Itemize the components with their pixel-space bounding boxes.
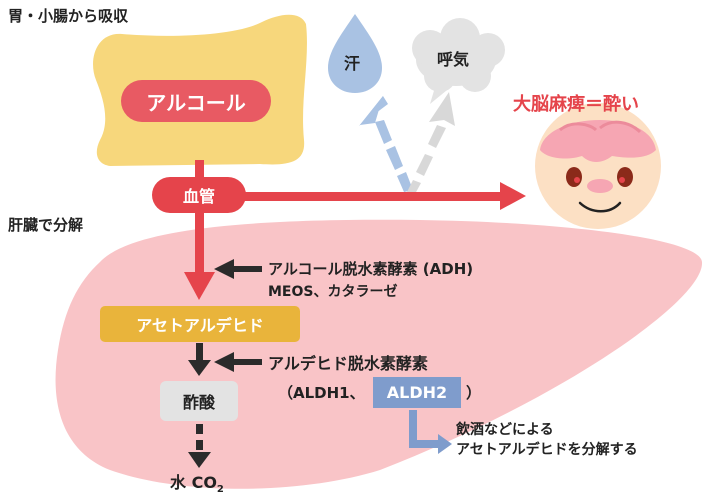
aldh-pointer-arrow: [214, 352, 262, 372]
alcohol-pill: アルコール: [121, 80, 271, 122]
aldh2-note-line2: アセトアルデヒドを分解する: [456, 442, 638, 458]
acetaldehyde-to-acetic-arrowhead: [188, 360, 211, 376]
vessel-to-brain-arrowhead: [500, 182, 526, 210]
breath-cloud-icon: [412, 18, 505, 104]
aldh-open-label: （ALDH1、: [278, 384, 365, 402]
water-co2-label: 水 CO2: [170, 469, 224, 495]
stomach-label: 胃・小腸から吸収: [8, 7, 129, 25]
sweat-label: 汗: [344, 54, 361, 73]
co2-subscript: 2: [216, 484, 224, 495]
aldh-label: アルデヒド脱水素酵素: [268, 354, 428, 373]
acetic-acid-pill: 酢酸: [160, 381, 238, 421]
liver-shape: [55, 219, 703, 489]
vessel-to-liver-arrow: [195, 210, 204, 276]
drunk-face-icon: [535, 103, 661, 229]
aldh2-note-line1: 飲酒などによる: [456, 422, 554, 438]
acetaldehyde-pill: アセトアルデヒド: [100, 306, 300, 342]
stomach-to-vessel-arrow: [195, 160, 204, 182]
acetaldehyde-to-acetic-arrow: [196, 343, 203, 362]
sweat-drop-icon: [328, 14, 382, 93]
adh-pointer-arrow: [214, 259, 262, 279]
breath-label: 呼気: [437, 50, 470, 69]
aldh-close-label: ）: [466, 384, 482, 402]
vessel-to-liver-arrowhead: [184, 272, 215, 300]
liver-label: 肝臓で分解: [8, 216, 84, 234]
brain-label: 大脳麻痺＝酔い: [513, 94, 639, 115]
vessel-to-brain-arrow: [240, 192, 502, 201]
meos-label: MEOS、カタラーゼ: [268, 284, 398, 300]
adh-label: アルコール脱水素酵素 (ADH): [268, 260, 474, 278]
aldh2-note-connector: [409, 410, 452, 454]
aldh2-box: ALDH2: [373, 377, 461, 408]
blood-vessel-pill: 血管: [152, 177, 246, 213]
acetic-to-water-arrow: [188, 424, 211, 468]
water-co-text: 水 CO: [170, 473, 217, 492]
breath-arrow: [407, 92, 455, 194]
sweat-arrow: [359, 96, 413, 192]
